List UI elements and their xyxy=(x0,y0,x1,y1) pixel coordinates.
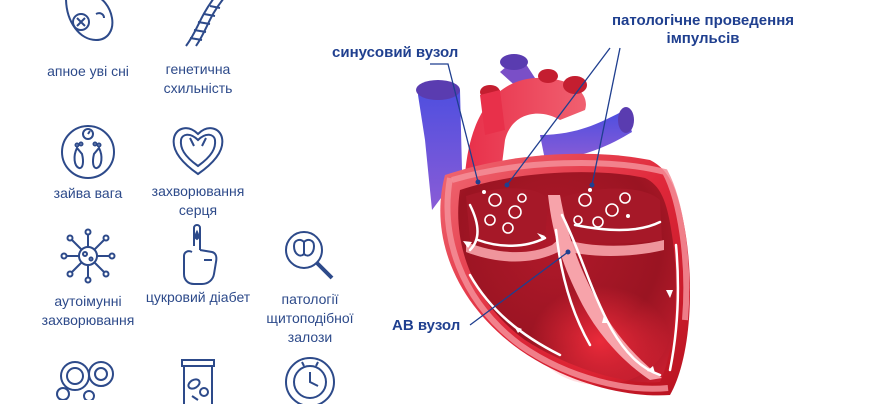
sinus-node-label: синусовий вузол xyxy=(332,44,459,61)
risk-factor-label: захворювання серця xyxy=(151,183,245,218)
sleep-apnea-icon xyxy=(65,0,114,42)
risk-factor-thyroid: патології щитоподібної залози xyxy=(250,228,370,347)
finger-prick-icon xyxy=(183,224,218,285)
risk-factor-label: генетична схильність xyxy=(163,61,233,96)
risk-factor-sleep-apnea: апное уві сні xyxy=(28,0,148,81)
heart-body xyxy=(440,153,690,396)
risk-factor-heart-disease: захворювання серця xyxy=(138,122,258,220)
risk-factor-genetic: генетична схильність xyxy=(138,0,258,98)
pathological-conduction-line2: імпульсів xyxy=(666,30,740,47)
av-node-label: АВ вузол xyxy=(392,317,461,334)
bubbles-icon xyxy=(56,361,114,400)
aorta xyxy=(465,69,587,180)
conduction-paths xyxy=(468,203,680,377)
risk-factor-label: патології щитоподібної залози xyxy=(266,291,354,345)
conduction-arrows xyxy=(463,233,673,373)
clock-icon xyxy=(285,357,335,404)
risk-factor-label: зайва вага xyxy=(53,185,123,201)
weight-feet-icon xyxy=(61,125,115,179)
leader-lines xyxy=(430,47,621,326)
impulse-dots xyxy=(482,188,630,218)
heart-outline-icon xyxy=(172,127,224,176)
pathological-conduction-line1: патологічне проведення xyxy=(612,12,795,29)
pill-jar-icon xyxy=(181,359,215,404)
autoimmune-virus-icon xyxy=(60,228,116,284)
risk-factor-age xyxy=(250,354,370,404)
risk-factor-medications xyxy=(138,354,258,404)
pathological-conduction-label: патологічне проведення імпульсів xyxy=(612,12,794,48)
thyroid-magnifier-icon xyxy=(285,231,334,280)
risk-factor-label: цукровий діабет xyxy=(145,289,251,305)
impulse-swirls xyxy=(484,192,631,234)
leader-dots xyxy=(475,179,595,255)
dna-icon xyxy=(185,0,224,47)
risk-factor-diabetes: цукровий діабет xyxy=(138,222,258,307)
risk-factor-bubbles xyxy=(28,354,148,400)
risk-factor-label: аутоімунні захворювання xyxy=(41,293,135,328)
risk-factor-label: апное уві сні xyxy=(47,63,129,79)
risk-factor-excess-weight: зайва вага xyxy=(28,122,148,203)
risk-factor-autoimmune: аутоімунні захворювання xyxy=(28,226,148,330)
